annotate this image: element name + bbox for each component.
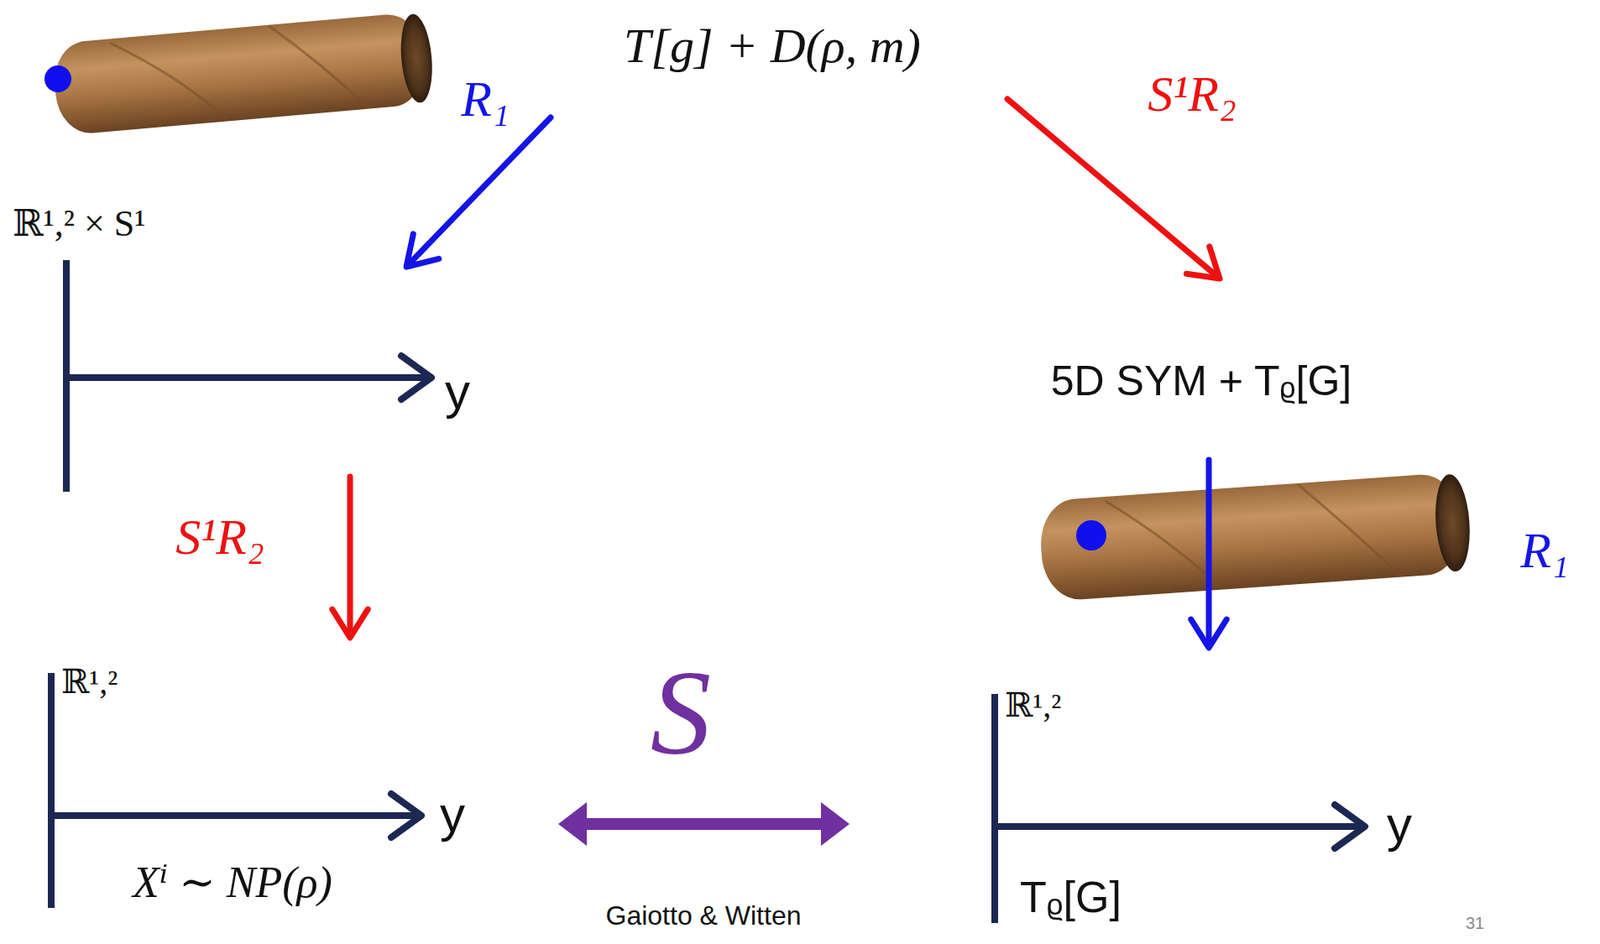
five-d-node: 5D SYM + Tᵨ[G] (995, 278, 1407, 461)
connector-line (1007, 99, 1219, 278)
nahm-pole-node: ℝ¹,² y Xⁱ ∼ NP(ρ) (8, 637, 559, 928)
connector-arrow (558, 802, 850, 847)
cigar-wrapper-line (268, 17, 369, 116)
page-number: 31 (1465, 914, 1485, 933)
boundary-bar (47, 673, 55, 909)
circle-label: S¹R₂ (175, 509, 265, 565)
boundary-condition: Xⁱ ∼ NP(ρ) (132, 857, 333, 909)
cigar-wrapper-line (1105, 493, 1221, 596)
spacetime-label: ℝ¹,² × S¹ (12, 203, 146, 246)
connector-line (583, 818, 825, 831)
connector-arrow (406, 117, 551, 267)
circle-label: S¹R₂ (1147, 66, 1237, 122)
cigar-end (1432, 473, 1473, 574)
connector-arrow (1191, 460, 1227, 649)
arrow-head (820, 802, 850, 847)
connector-arrow (332, 476, 368, 638)
theory-label: 5D SYM + Tᵨ[G] (995, 357, 1407, 407)
connector-line (1206, 460, 1213, 647)
axis-label: y (439, 785, 466, 844)
connector-line (407, 117, 551, 267)
cigar-wrapper-line (109, 33, 226, 129)
boundary-theory: Tᵨ[G] (1019, 873, 1122, 924)
spacetime-label: ℝ¹,² (1004, 686, 1062, 726)
cigar-wrapper-line (1297, 477, 1402, 584)
axis-label: y (1386, 795, 1412, 854)
boundary-dot (1076, 520, 1107, 551)
boundary-bar (991, 694, 999, 924)
connector-line (347, 476, 354, 637)
s-duality-label: S (650, 646, 712, 781)
y-axis (51, 812, 420, 820)
cigar-illustration (1037, 471, 1473, 602)
compactified-node: ℝ¹,² × S¹y (8, 266, 483, 477)
arrow-head (406, 234, 440, 267)
connector-arrow (1007, 99, 1220, 279)
spacetime-label: ℝ¹,² (61, 663, 118, 702)
axis-label: y (444, 362, 471, 421)
cigar-body (51, 11, 428, 136)
theory-expression: T[g] + D(ρ, m) (537, 18, 1008, 75)
y-axis-head (1334, 805, 1365, 849)
reduction-label: R₁ (1520, 522, 1569, 579)
y-axis (994, 823, 1364, 831)
arrow-head (558, 802, 587, 847)
arrow-head (1186, 246, 1220, 279)
reduction-label: R₁ (460, 71, 510, 127)
reference-label: Gaiotto & Witten (606, 901, 802, 931)
y-axis-head (401, 355, 432, 400)
cigar-illustration (51, 10, 436, 136)
y-axis (66, 374, 430, 382)
cigar-end (397, 12, 436, 105)
boundary-dot (44, 65, 72, 93)
arrow-head (332, 609, 368, 638)
t-rho-node: ℝ¹,² yTᵨ[G] (849, 648, 1438, 938)
arrow-head (1191, 619, 1227, 649)
y-axis-head (391, 794, 422, 838)
cigar-body (1037, 472, 1464, 603)
theory-node: T[g] + D(ρ, m) (537, 8, 1008, 118)
